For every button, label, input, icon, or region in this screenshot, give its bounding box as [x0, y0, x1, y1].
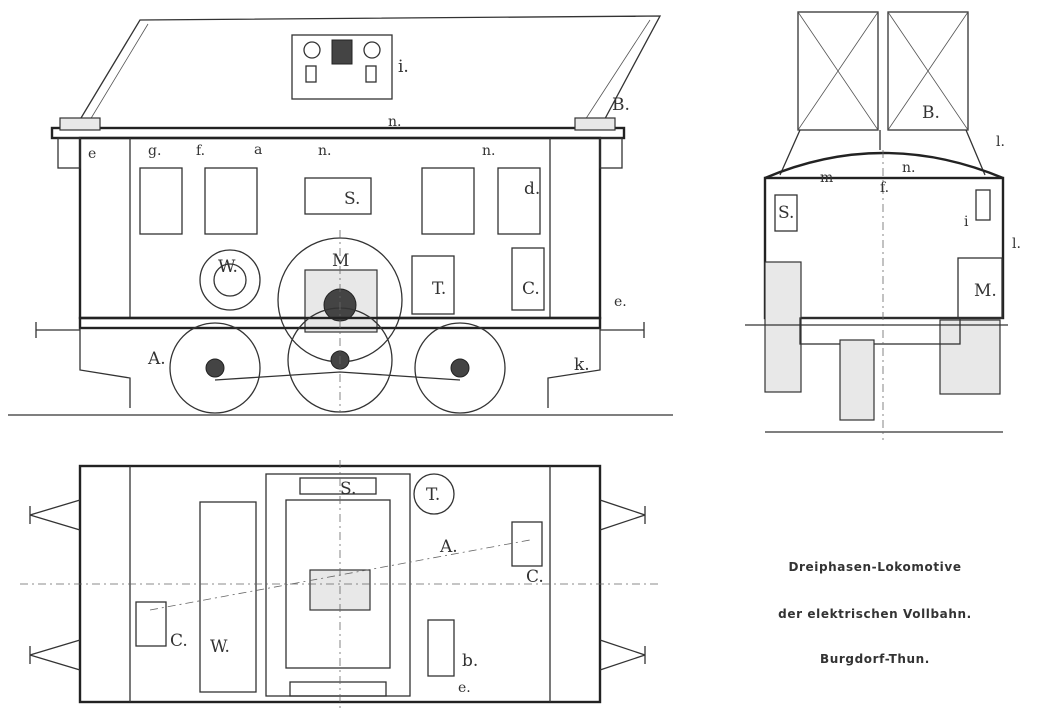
wheel-right [414, 322, 506, 414]
caption-line-2: der elektrischen Vollbahn. [778, 607, 972, 621]
end-label-n: n. [902, 160, 915, 176]
plan-buffers [29, 499, 646, 671]
label-W: W. [218, 257, 238, 277]
end-label-M: M. [974, 281, 997, 301]
label-i: i. [398, 57, 409, 77]
label-k: k. [574, 355, 590, 375]
label-f: f. [196, 143, 205, 159]
plan-t-circle [413, 473, 455, 515]
label-S: S. [344, 189, 360, 209]
end-wheel-right [939, 319, 1001, 395]
plan-label-e: e. [458, 680, 471, 696]
caption-line-3: Burgdorf-Thun. [820, 652, 930, 666]
transformer-t [411, 255, 455, 315]
end-label-l2: l. [1012, 236, 1021, 252]
plan-label-b: b. [462, 651, 478, 671]
plan-label-A: A. [439, 537, 458, 557]
end-label-m: m [820, 170, 833, 186]
end-wheel-left [764, 261, 802, 393]
label-e: e [88, 146, 96, 162]
wheel-left [169, 322, 261, 414]
plan-view: S. T. A. C. C. W. b. e. [20, 460, 660, 710]
end-view: B. l. m n. f. S. i l. M. [745, 11, 1021, 440]
fan-w [199, 249, 261, 311]
label-n2: n. [318, 143, 331, 159]
switch-panel [291, 34, 393, 100]
plan-label-T: T. [426, 485, 440, 505]
label-T: T. [432, 279, 446, 299]
roof [50, 126, 626, 140]
plan-w-panel [199, 501, 257, 693]
end-label-B: B. [922, 103, 940, 123]
end-label-l1: l. [996, 134, 1005, 150]
label-a: a [254, 142, 262, 158]
end-label-S: S. [778, 203, 794, 223]
pantograph-box-left [797, 11, 879, 131]
label-e2: e. [614, 294, 627, 310]
label-M: M [332, 251, 349, 271]
end-roof [764, 151, 1004, 180]
label-d: d. [524, 179, 540, 199]
label-g: g. [148, 143, 161, 159]
end-label-f: f. [880, 180, 889, 196]
label-C: C. [522, 279, 540, 299]
caption-line-1: Dreiphasen-Lokomotive [788, 560, 962, 574]
label-A: A. [147, 349, 166, 369]
plan-label-C2: C. [170, 631, 188, 651]
plan-label-W: W. [210, 637, 230, 657]
buffers [35, 322, 645, 338]
end-label-i: i [964, 214, 969, 230]
label-B: B. [612, 95, 630, 115]
label-n3: n. [482, 143, 495, 159]
pantograph-box-right [887, 11, 969, 131]
coupling-rod [214, 371, 461, 381]
pantograph-bow [74, 15, 662, 129]
plan-label-C1: C. [526, 567, 544, 587]
plan-label-S: S. [340, 479, 356, 499]
side-elevation: i. B. e g. f. a n. n. n. S. d. W. M T. C… [8, 15, 673, 416]
label-n1: n. [388, 114, 401, 130]
